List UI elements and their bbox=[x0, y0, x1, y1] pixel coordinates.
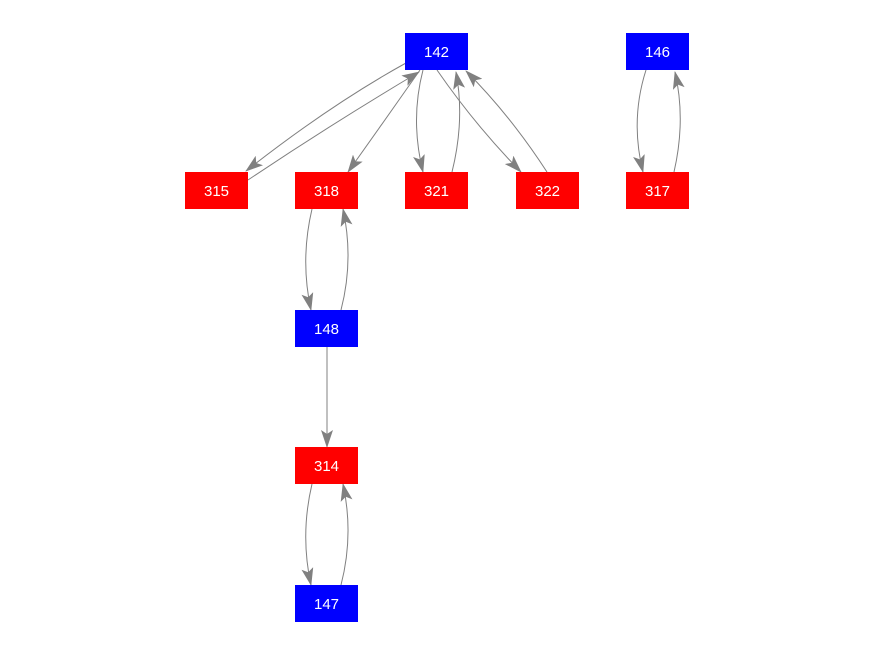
node-box[interactable] bbox=[295, 310, 358, 347]
node-box[interactable] bbox=[626, 33, 689, 70]
node-label: 321 bbox=[424, 183, 449, 200]
edge-318-to-148 bbox=[301, 208, 314, 311]
node-148[interactable]: 148 bbox=[295, 310, 358, 347]
node-box[interactable] bbox=[405, 172, 468, 209]
edge-142-to-315 bbox=[245, 62, 407, 172]
node-142[interactable]: 142 bbox=[405, 33, 468, 70]
node-317[interactable]: 317 bbox=[626, 172, 689, 209]
edge-314-to-147 bbox=[301, 483, 314, 586]
node-label: 314 bbox=[314, 458, 339, 475]
node-label: 317 bbox=[645, 183, 670, 200]
node-321[interactable]: 321 bbox=[405, 172, 468, 209]
edge-317-to-146 bbox=[672, 71, 685, 173]
edge-142-to-318 bbox=[347, 69, 421, 173]
node-label: 142 bbox=[424, 44, 449, 61]
edge-321-to-142 bbox=[451, 71, 466, 173]
node-box[interactable] bbox=[185, 172, 248, 209]
nodes-layer: 142 146 315 318 321 322 317 148 314 147 bbox=[185, 33, 689, 622]
edge-315-to-142 bbox=[247, 71, 420, 181]
node-146[interactable]: 146 bbox=[626, 33, 689, 70]
node-label: 147 bbox=[314, 596, 339, 613]
node-box[interactable] bbox=[295, 585, 358, 622]
node-box[interactable] bbox=[626, 172, 689, 209]
edge-146-to-317 bbox=[633, 69, 647, 173]
node-box[interactable] bbox=[295, 172, 358, 209]
node-318[interactable]: 318 bbox=[295, 172, 358, 209]
edge-142-to-322 bbox=[436, 69, 522, 173]
edge-142-to-321 bbox=[413, 69, 425, 173]
node-label: 322 bbox=[535, 183, 560, 200]
node-label: 318 bbox=[314, 183, 339, 200]
node-label: 146 bbox=[645, 44, 670, 61]
node-322[interactable]: 322 bbox=[516, 172, 579, 209]
edges-layer bbox=[245, 62, 685, 586]
node-315[interactable]: 315 bbox=[185, 172, 248, 209]
edge-147-to-314 bbox=[340, 483, 353, 586]
edge-148-to-318 bbox=[340, 208, 353, 311]
node-label: 148 bbox=[314, 321, 339, 338]
node-314[interactable]: 314 bbox=[295, 447, 358, 484]
edge-322-to-142 bbox=[465, 70, 548, 173]
node-label: 315 bbox=[204, 183, 229, 200]
node-box[interactable] bbox=[405, 33, 468, 70]
node-box[interactable] bbox=[295, 447, 358, 484]
node-box[interactable] bbox=[516, 172, 579, 209]
node-147[interactable]: 147 bbox=[295, 585, 358, 622]
